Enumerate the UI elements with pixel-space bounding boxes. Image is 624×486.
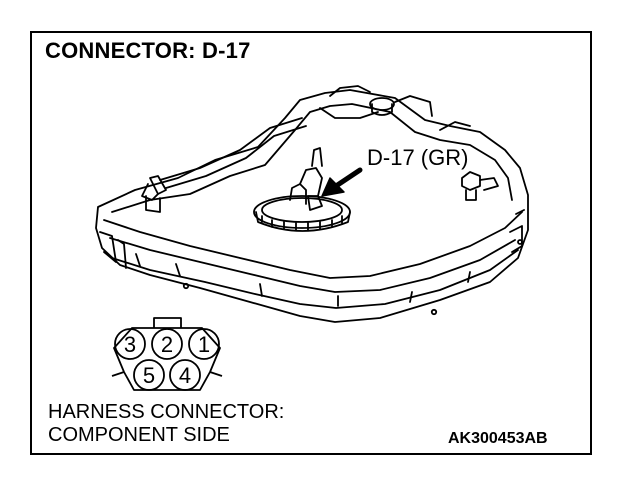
reference-code: AK300453AB [448,430,548,447]
arrow-icon [321,167,363,197]
pin-number: 5 [143,363,155,388]
pin-number: 4 [179,363,191,388]
pin-number: 1 [198,332,210,357]
pin-number: 2 [161,332,173,357]
connector-face-icon [111,317,223,391]
diagram-frame [30,31,592,455]
fuel-tank-drawing [95,85,529,323]
harness-caption-line2: COMPONENT SIDE [48,424,230,446]
connector-callout-label: D-17 (GR) [367,145,469,170]
harness-caption-line1: HARNESS CONNECTOR: [48,401,285,423]
pin-number: 3 [124,332,136,357]
connector-title: CONNECTOR: D-17 [45,38,251,63]
